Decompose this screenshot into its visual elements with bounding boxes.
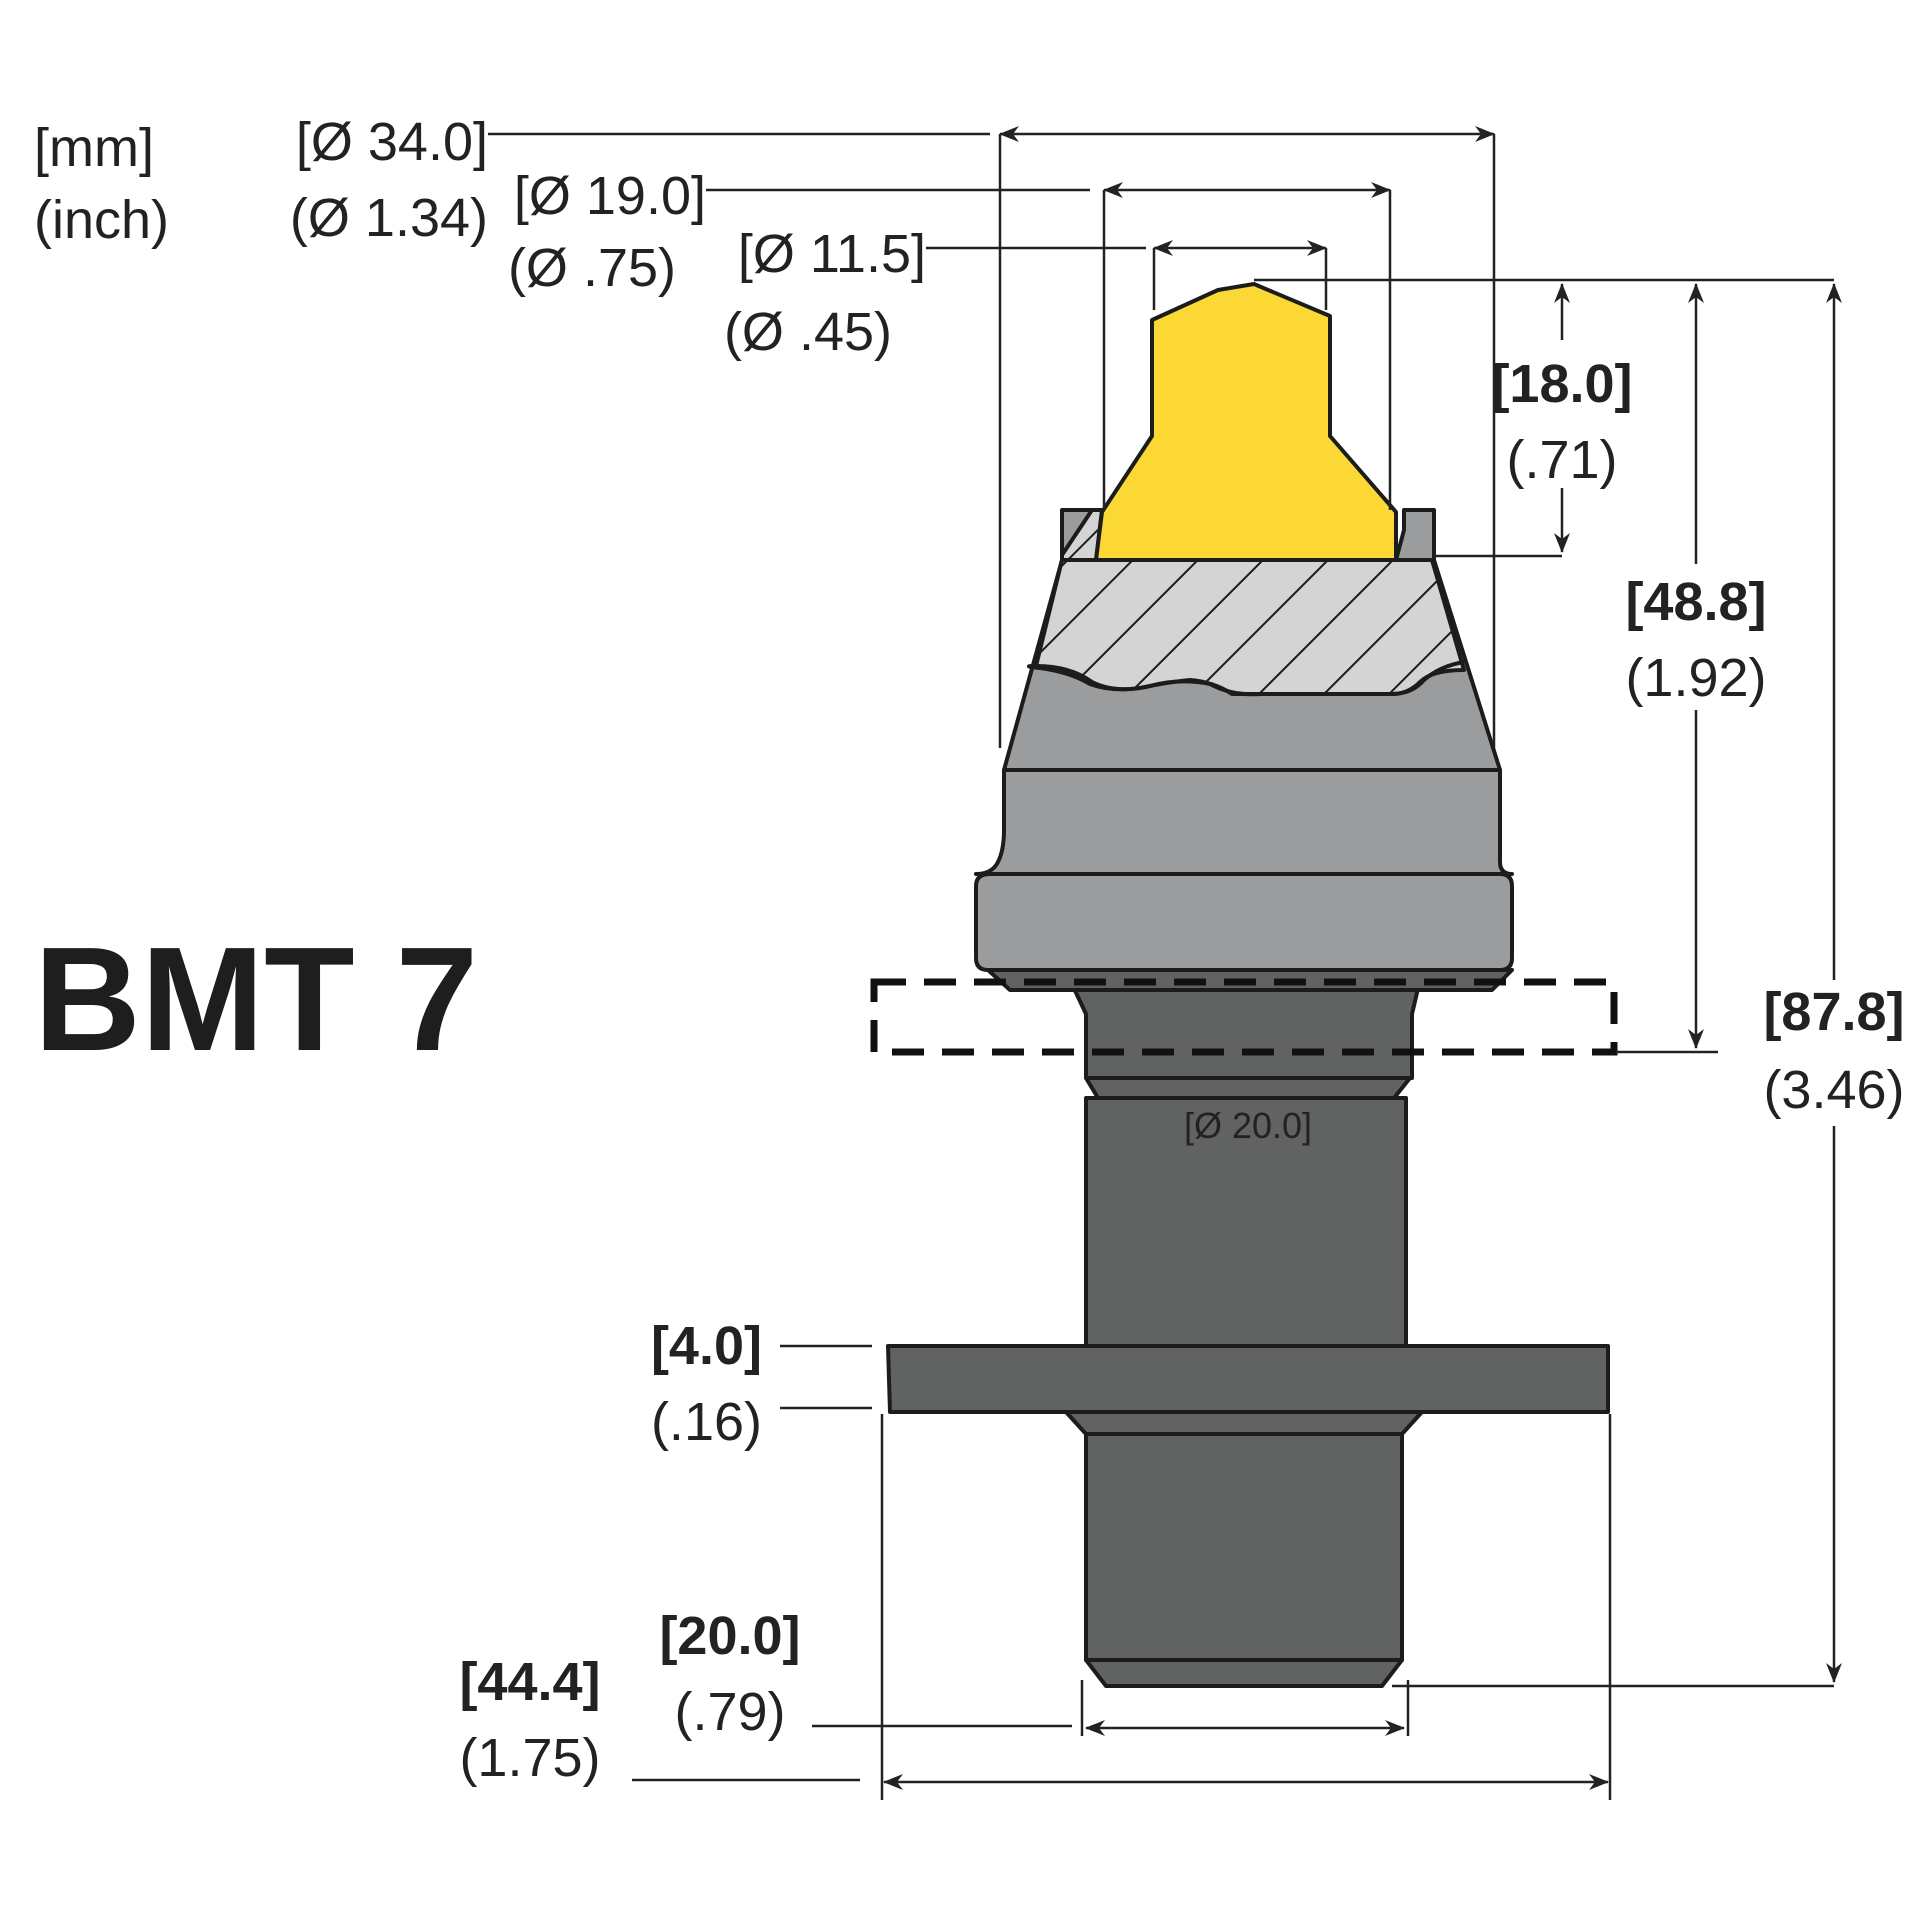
height-48-8-mm: [48.8] — [1625, 572, 1766, 632]
neck-chamfer — [1084, 1076, 1412, 1100]
height-87-8-mm: [87.8] — [1763, 982, 1904, 1042]
dia-19-inch: (Ø .75) — [508, 238, 676, 298]
collar-neck — [1068, 978, 1422, 1080]
dia-19-mm: [Ø 19.0] — [514, 166, 706, 226]
break-line — [1035, 660, 1465, 697]
height-87-8-inch: (3.46) — [1763, 1060, 1904, 1120]
washer-44-4-inch: (1.75) — [459, 1728, 600, 1788]
lower-shank — [1084, 1430, 1404, 1662]
carbide-tip — [1094, 282, 1398, 562]
unit-inch-label: (inch) — [34, 190, 169, 250]
flange — [974, 872, 1514, 972]
body-lower-band — [974, 768, 1514, 876]
shank-20-inch: (.79) — [674, 1682, 785, 1742]
dia-11-5-inch: (Ø .45) — [724, 302, 892, 362]
height-48-8-inch: (1.92) — [1625, 648, 1766, 708]
dimension-lines — [488, 126, 1842, 1800]
sectional-hatch — [1027, 558, 1466, 696]
retaining-washer — [886, 1344, 1610, 1414]
washer-4-inch: (.16) — [651, 1392, 762, 1452]
height-18-mm: [18.0] — [1491, 354, 1632, 414]
upper-shank — [1084, 1096, 1408, 1348]
mounting-outline-dashed — [870, 978, 1618, 1056]
seat-hatch-left — [1060, 508, 1104, 562]
dia-20-collar-label: [Ø 20.0] — [1184, 1105, 1312, 1146]
dia-34-inch: (Ø 1.34) — [290, 188, 488, 248]
product-title: BMT 7 — [34, 917, 478, 1082]
washer-4-mm: [4.0] — [651, 1316, 762, 1376]
pick-part — [870, 282, 1618, 1688]
washer-underside-chamfer — [1064, 1410, 1424, 1436]
dia-11-5-mm: [Ø 11.5] — [738, 224, 926, 284]
lower-shank-chamfer — [1084, 1658, 1404, 1688]
washer-44-4-mm: [44.4] — [459, 1652, 600, 1712]
height-18-inch: (.71) — [1506, 430, 1617, 490]
dia-34-mm: [Ø 34.0] — [296, 112, 488, 172]
labels: BMT 7 [mm] (inch) [Ø 34.0] (Ø 1.34) [Ø 1… — [34, 112, 1905, 1788]
unit-mm-label: [mm] — [34, 118, 154, 178]
shank-20-mm: [20.0] — [659, 1606, 800, 1666]
seat-rim-right — [1394, 508, 1436, 562]
